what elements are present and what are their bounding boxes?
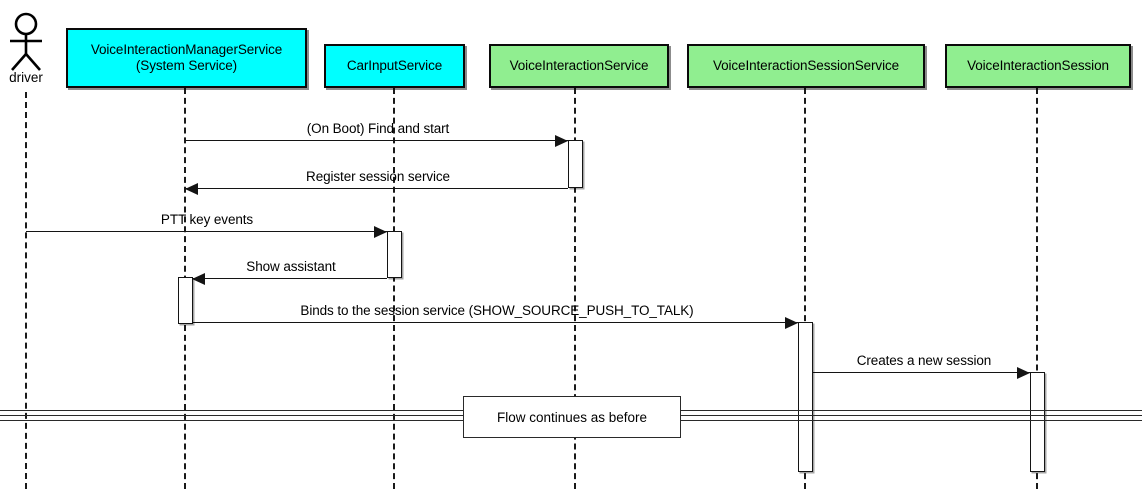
activation-bar-session	[1030, 372, 1045, 472]
activation-bar-viss	[798, 322, 813, 472]
message-line-m6	[813, 372, 1030, 373]
actor-figure-icon	[10, 12, 42, 71]
message-line-m1	[185, 140, 568, 141]
message-label-m2: Register session service	[306, 169, 450, 184]
activation-bar-carinput	[387, 231, 402, 278]
message-label-text: Register session service	[306, 169, 450, 184]
message-label-text: Binds to the session service (SHOW_SOURC…	[300, 303, 694, 318]
participant-box-vims[interactable]: VoiceInteractionManagerService (System S…	[66, 28, 307, 88]
lifeline-session	[1036, 88, 1038, 489]
message-label-text: PTT key events	[160, 212, 254, 227]
arrow-head-m4	[192, 273, 205, 285]
arrow-head-m1	[555, 135, 568, 147]
arrow-head-m6	[1017, 367, 1030, 379]
lifeline-vis	[574, 88, 576, 489]
lifeline-carinput	[393, 88, 395, 489]
divider-rail-right-2	[681, 420, 1142, 421]
message-label-m4: Show assistant	[246, 259, 336, 274]
message-label-text: Show assistant	[246, 259, 336, 274]
message-label-m5: Binds to the session service (SHOW_SOURC…	[300, 303, 693, 318]
divider-rail-left-0	[0, 410, 463, 411]
participant-box-viss[interactable]: VoiceInteractionSessionService	[687, 44, 925, 88]
activation-bar-vis	[568, 140, 583, 188]
message-line-m5	[178, 322, 798, 323]
arrow-head-m2	[185, 183, 198, 195]
activation-bar-vims	[178, 277, 193, 324]
divider-rail-left-2	[0, 420, 463, 421]
message-label-m3: PTT key events	[161, 212, 253, 227]
message-label-text: (On Boot) Find and start	[306, 121, 450, 136]
divider-label: Flow continues as before	[496, 409, 648, 425]
message-label-m6: Creates a new session	[856, 353, 992, 368]
message-label-text: Creates a new session	[856, 353, 992, 368]
arrow-head-m5	[785, 317, 798, 329]
participant-box-carinput[interactable]: CarInputService	[324, 44, 465, 88]
message-line-m4	[192, 278, 387, 279]
divider-box: Flow continues as before	[463, 396, 681, 438]
arrow-head-m3	[374, 226, 387, 238]
divider-rail-right-0	[681, 410, 1142, 411]
message-line-m2	[185, 188, 568, 189]
message-label-m1: (On Boot) Find and start	[306, 121, 450, 136]
participant-box-session[interactable]: VoiceInteractionSession	[945, 44, 1131, 88]
message-line-m3	[26, 231, 387, 232]
divider-rail-right-1	[681, 415, 1142, 416]
actor-driver	[0, 12, 53, 77]
actor-label-driver: driver	[9, 70, 43, 85]
participant-box-vis[interactable]: VoiceInteractionService	[489, 44, 669, 88]
lifeline-viss	[804, 88, 806, 489]
lifeline-driver	[25, 92, 27, 489]
divider-rail-left-1	[0, 415, 463, 416]
